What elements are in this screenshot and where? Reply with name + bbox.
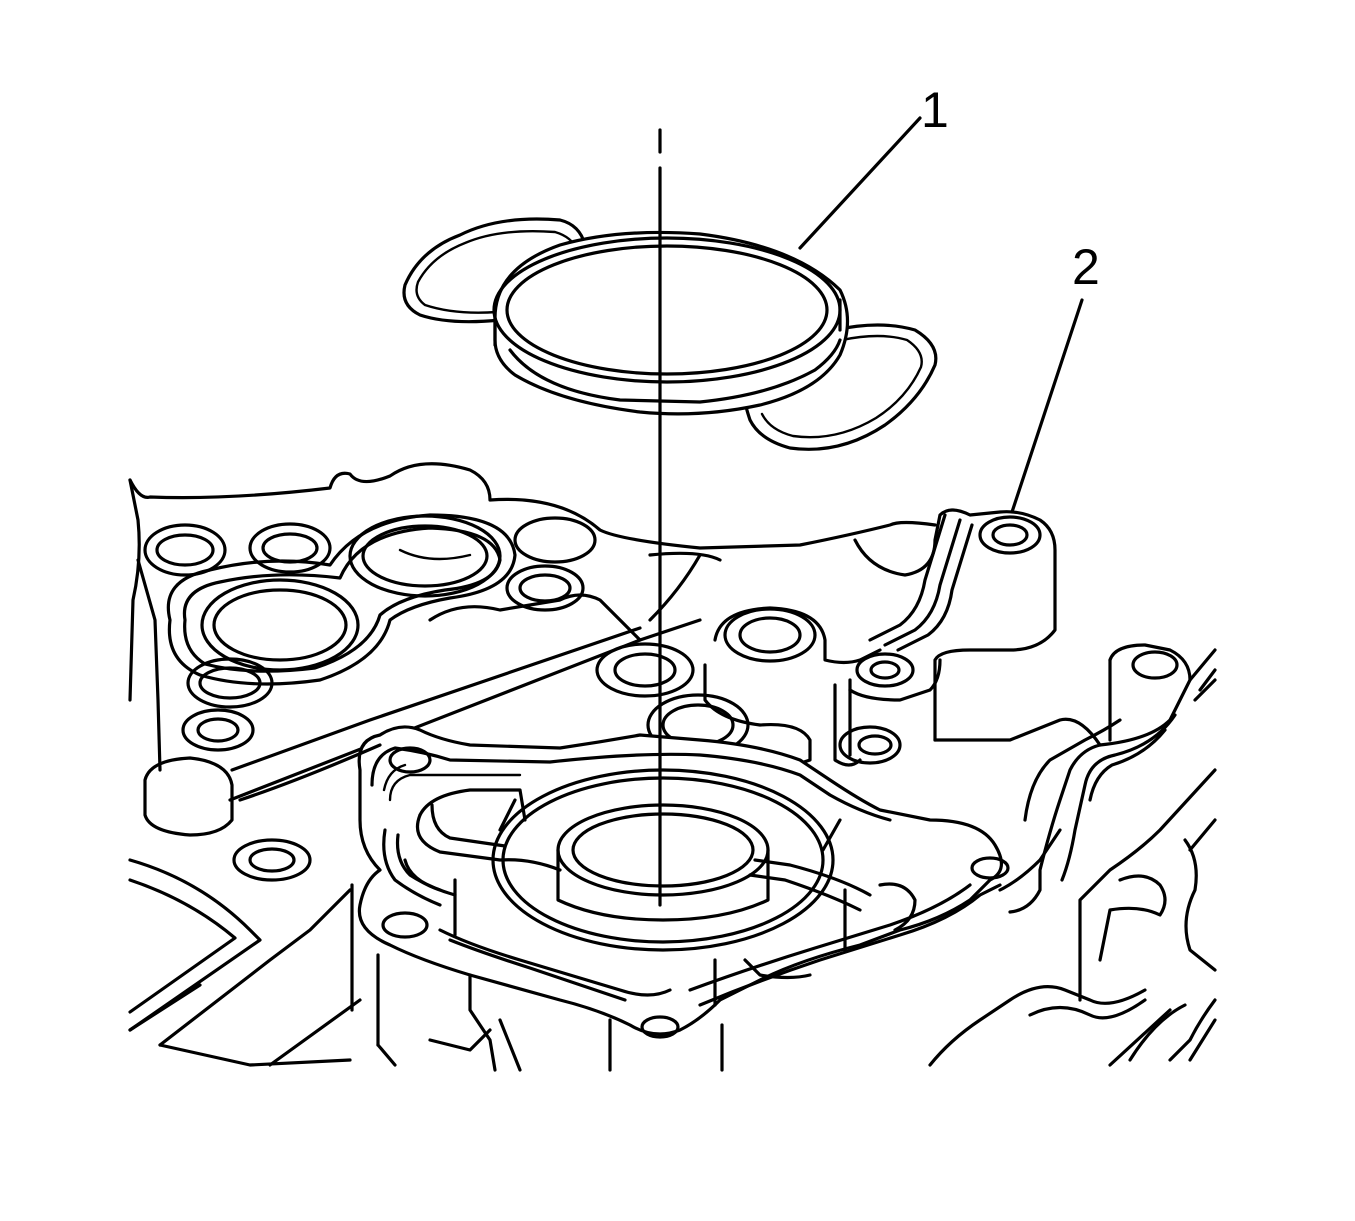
callout-1-label: 1 [921, 82, 949, 138]
transmission-housing [128, 462, 1217, 1072]
gasket-part-1 [402, 217, 938, 451]
housing-surface-edges [238, 551, 722, 802]
callout-1: 1 [798, 82, 949, 250]
callout-2-label: 2 [1072, 239, 1100, 295]
callout-2: 2 [1010, 239, 1100, 514]
callout-1-leader [798, 116, 922, 250]
callout-2-leader [1010, 298, 1084, 514]
